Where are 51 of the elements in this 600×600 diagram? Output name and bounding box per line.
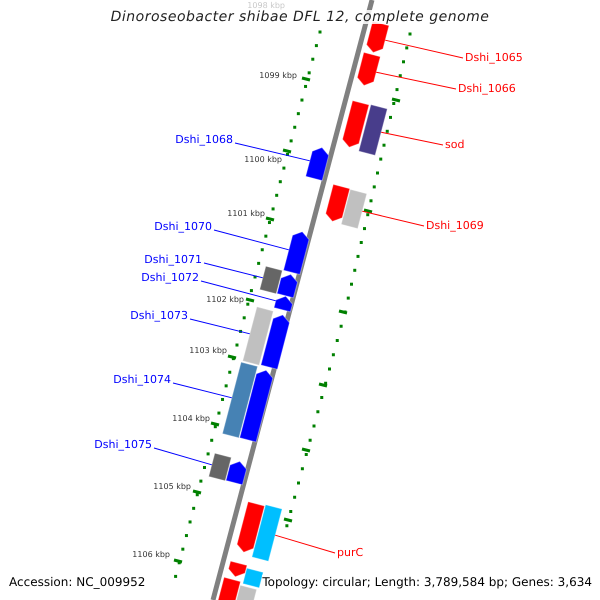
position-label: 1105 kbp [153,481,191,493]
gene-label: Dshi_1073 [130,309,188,323]
gene-block [305,146,330,182]
gene-label: Dshi_1068 [175,133,233,147]
position-label: 1103 kbp [189,345,227,357]
gene-block [208,452,232,482]
gene-label: Dshi_1072 [141,271,199,285]
gene-label: Dshi_1074 [113,373,171,387]
gene-block [236,501,266,553]
position-label: 1106 kbp [132,549,170,561]
leader-line [376,72,456,90]
position-label: 1101 kbp [227,208,265,220]
gene-block [234,584,258,600]
gene-label: Dshi_1071 [144,253,202,267]
gene-block [242,567,264,589]
gene-label: sod [445,138,464,152]
gene-label: Dshi_1069 [426,219,484,233]
leader-line [200,280,276,302]
leader-line [384,40,464,58]
gene-block [259,266,283,294]
gene-block [325,184,350,222]
leader-line [234,142,310,162]
leader-line [204,262,264,278]
gene-block [216,576,242,600]
gene-block [225,460,248,486]
position-label: 1104 kbp [172,413,210,425]
gene-label: purC [337,546,364,560]
position-label: 1099 kbp [259,70,297,82]
gene-block [251,504,283,562]
gene-block [356,52,381,86]
gene-block [342,100,370,148]
gene-label: Dshi_1065 [465,51,523,65]
leader-line [190,318,250,334]
position-label: 1102 kbp [206,294,244,306]
leader-line [214,230,290,250]
leader-line [362,210,424,226]
gene-block [276,274,298,298]
info-text: Topology: circular; Length: 3,789,584 bp; Genes: 3,634 [262,575,592,589]
gene-label: Dshi_1066 [458,82,516,96]
info-text: Accession: NC_009952 [9,575,146,589]
leader-line [274,534,336,554]
gene-block [358,104,388,156]
title: Dinoroseobacter shibae DFL 12, complete genome [110,10,490,24]
gene-block [242,306,274,366]
gene-block [228,560,248,578]
position-label: 1100 kbp [244,154,282,166]
gene-block [340,188,368,230]
gene-label: Dshi_1070 [154,220,212,234]
gene-block [239,370,274,443]
gene-block [222,362,258,438]
gene-label: Dshi_1075 [94,438,152,452]
